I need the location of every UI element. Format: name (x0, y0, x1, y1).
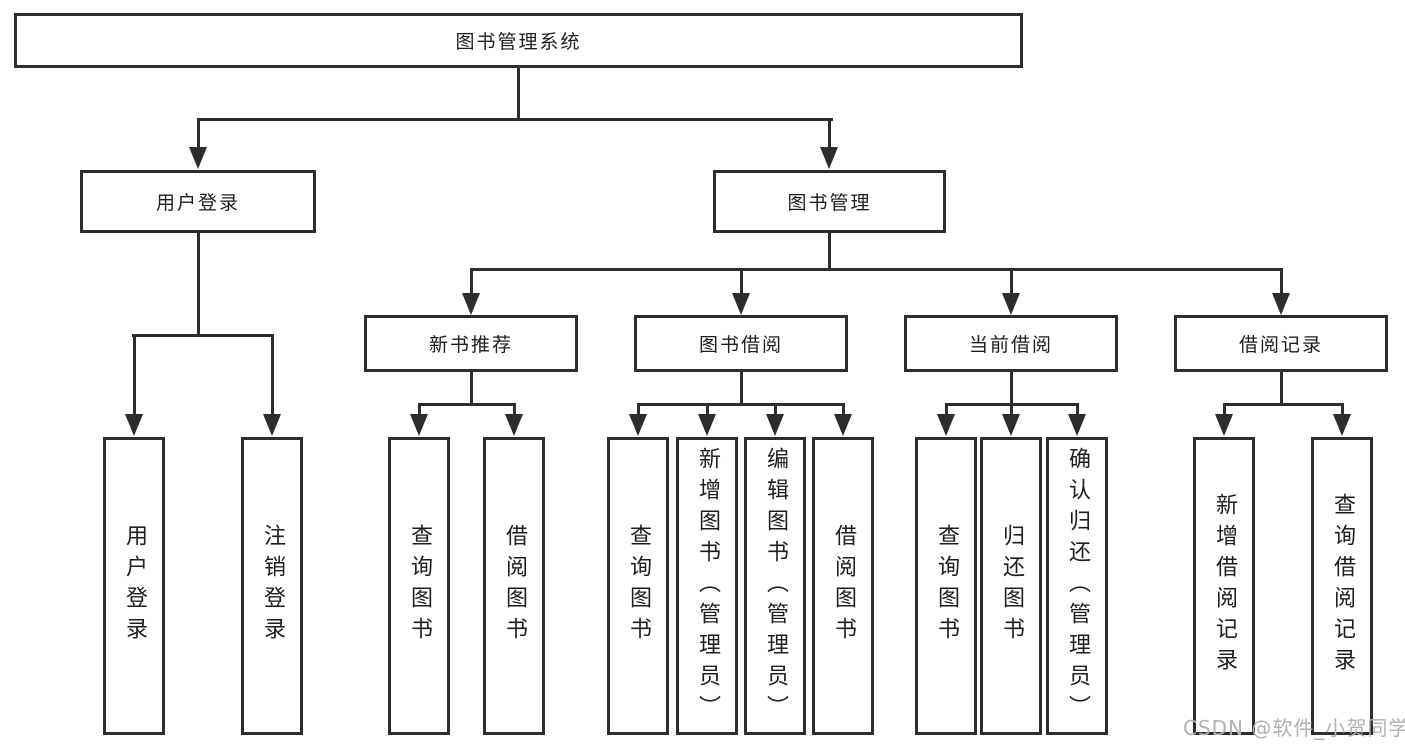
connector-line (513, 403, 516, 417)
connector-line (1223, 403, 1226, 417)
arrow-down-icon (834, 414, 852, 436)
connector-line (637, 403, 640, 417)
node-book-borrow: 图书借阅 (634, 315, 848, 372)
leaf-query-books-current-label: 查询图书 (934, 524, 959, 648)
node-book-borrow-label: 图书借阅 (698, 334, 783, 356)
arrow-down-icon (1333, 414, 1351, 436)
node-library-system: 图书管理系统 (14, 13, 1023, 68)
arrow-down-icon (410, 414, 428, 436)
connector-line (197, 118, 200, 150)
leaf-logout: 注销登录 (241, 437, 303, 735)
arrow-down-icon (1002, 414, 1020, 436)
node-borrow-records-label: 借阅记录 (1238, 334, 1323, 356)
node-user-login-label: 用户登录 (155, 192, 240, 214)
leaf-borrow-books-recommend-label: 借阅图书 (502, 524, 527, 648)
leaf-return-books-label: 归还图书 (999, 524, 1024, 648)
arrow-down-icon (1272, 293, 1290, 315)
connector-line (706, 403, 709, 417)
node-current-borrow: 当前借阅 (904, 315, 1118, 372)
node-new-book-recommend: 新书推荐 (364, 315, 578, 372)
connector-line (271, 334, 274, 418)
arrow-down-icon (732, 293, 750, 315)
connector-line (1341, 403, 1344, 417)
node-new-book-recommend-label: 新书推荐 (428, 334, 513, 356)
connector-line (418, 403, 516, 406)
connector-line (1010, 268, 1013, 296)
arrow-down-icon (462, 293, 480, 315)
connector-line (197, 233, 200, 337)
leaf-confirm-return-admin: 确认归还（管理员） (1046, 437, 1108, 735)
connector-line (470, 268, 473, 296)
arrow-down-icon (820, 147, 838, 169)
node-borrow-records: 借阅记录 (1174, 315, 1388, 372)
connector-line (774, 403, 777, 417)
arrow-down-icon (1215, 414, 1233, 436)
node-book-management: 图书管理 (713, 170, 946, 233)
leaf-user-login-label: 用户登录 (122, 524, 147, 648)
leaf-add-book-admin-label: 新增图书（管理员） (695, 446, 720, 726)
arrow-down-icon (125, 414, 143, 436)
arrow-down-icon (505, 414, 523, 436)
connector-line (197, 118, 833, 121)
leaf-add-book-admin: 新增图书（管理员） (676, 437, 738, 735)
connector-line (842, 403, 845, 417)
leaf-add-borrow-record: 新增借阅记录 (1193, 437, 1255, 735)
connector-line (1076, 403, 1079, 417)
node-user-login: 用户登录 (80, 170, 316, 233)
leaf-edit-book-admin-label: 编辑图书（管理员） (763, 446, 788, 726)
connector-line (133, 334, 136, 418)
leaf-confirm-return-admin-label: 确认归还（管理员） (1065, 446, 1090, 726)
leaf-query-books-recommend-label: 查询图书 (407, 524, 432, 648)
connector-line (1010, 403, 1013, 417)
connector-line (470, 372, 473, 405)
connector-line (132, 334, 274, 337)
arrow-down-icon (1068, 414, 1086, 436)
leaf-add-borrow-record-label: 新增借阅记录 (1212, 493, 1237, 679)
connector-line (1010, 372, 1013, 405)
connector-line (418, 403, 421, 417)
connector-line (945, 403, 948, 417)
arrow-down-icon (698, 414, 716, 436)
node-library-system-label: 图书管理系统 (455, 31, 582, 53)
node-current-borrow-label: 当前借阅 (968, 334, 1053, 356)
arrow-down-icon (1002, 293, 1020, 315)
connector-line (517, 68, 520, 119)
leaf-borrow-books-borrow-label: 借阅图书 (831, 524, 856, 648)
watermark: CSDN @软件_小贺同学 (1183, 716, 1405, 740)
leaf-borrow-books-borrow: 借阅图书 (812, 437, 874, 735)
node-book-management-label: 图书管理 (787, 192, 872, 214)
leaf-query-books-borrow-label: 查询图书 (626, 524, 651, 648)
arrow-down-icon (766, 414, 784, 436)
arrow-down-icon (189, 147, 207, 169)
leaf-query-books-recommend: 查询图书 (388, 437, 450, 735)
connector-line (740, 372, 743, 405)
leaf-query-books-current: 查询图书 (915, 437, 977, 735)
connector-line (828, 233, 831, 270)
connector-line (828, 118, 831, 150)
leaf-borrow-books-recommend: 借阅图书 (483, 437, 545, 735)
connector-line (1223, 403, 1344, 406)
arrow-down-icon (629, 414, 647, 436)
leaf-query-books-borrow: 查询图书 (607, 437, 669, 735)
connector-line (1280, 268, 1283, 296)
arrow-down-icon (263, 414, 281, 436)
connector-line (637, 403, 845, 406)
connector-line (740, 268, 743, 296)
leaf-logout-label: 注销登录 (260, 524, 285, 648)
leaf-return-books: 归还图书 (980, 437, 1042, 735)
leaf-query-borrow-record: 查询借阅记录 (1311, 437, 1373, 735)
leaf-user-login: 用户登录 (103, 437, 165, 735)
connector-line (470, 268, 1282, 271)
leaf-query-borrow-record-label: 查询借阅记录 (1330, 493, 1355, 679)
connector-line (1280, 372, 1283, 405)
arrow-down-icon (937, 414, 955, 436)
leaf-edit-book-admin: 编辑图书（管理员） (744, 437, 806, 735)
